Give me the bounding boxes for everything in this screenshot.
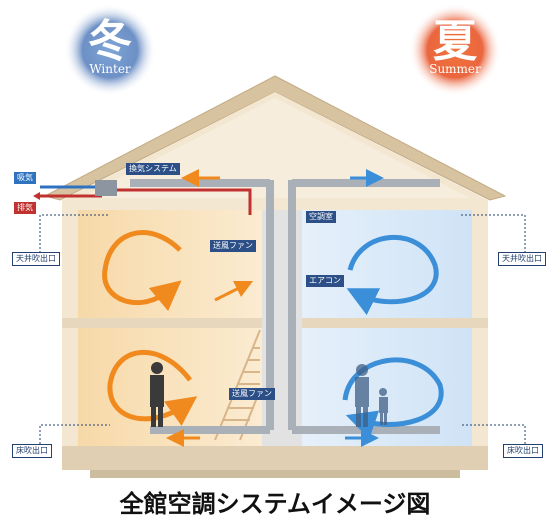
winter-kanji: 冬 [88,16,132,67]
diagram-caption: 全館空調システムイメージ図 [119,490,431,518]
exhaust-label: 排気 [14,202,36,214]
summer-badge: 夏 Summer [425,16,485,77]
aircon-label: エアコン [306,275,344,287]
floor-outlet-left-label: 床吹出口 [12,444,52,458]
winter-badge: 冬 Winter [80,16,140,77]
exhaust-duct [117,188,252,215]
warm-arrow-stair [214,280,254,302]
ventilation-unit [95,180,117,196]
summer-kanji: 夏 [433,16,477,67]
blower-fan-upper-label: 送風ファン [210,240,256,252]
family-right-silhouette [355,364,388,427]
floor-slab-ground [62,446,488,470]
exhaust-arrowhead [33,192,40,200]
foundation [90,470,460,478]
winter-badge-glow [64,4,156,96]
summer-label: Summer [429,62,481,76]
leader-lines [39,214,526,448]
person-left-silhouette [150,362,164,427]
ac-room-label: 空調室 [306,211,336,223]
summer-badge-glow [409,4,501,96]
warm-swirl-upper [102,230,182,312]
floor-outlet-right-label: 床吹出口 [503,444,543,458]
cool-swirl-upper [346,234,439,316]
ventilation-system-label: 換気システム [126,163,180,175]
ceiling-outlet-right-label: 天井吹出口 [498,252,546,266]
intake-label: 吸気 [14,172,36,184]
winter-label: Winter [89,62,131,76]
blower-fan-lower-label: 送風ファン [229,388,275,400]
ceiling-outlet-left-label: 天井吹出口 [12,252,60,266]
